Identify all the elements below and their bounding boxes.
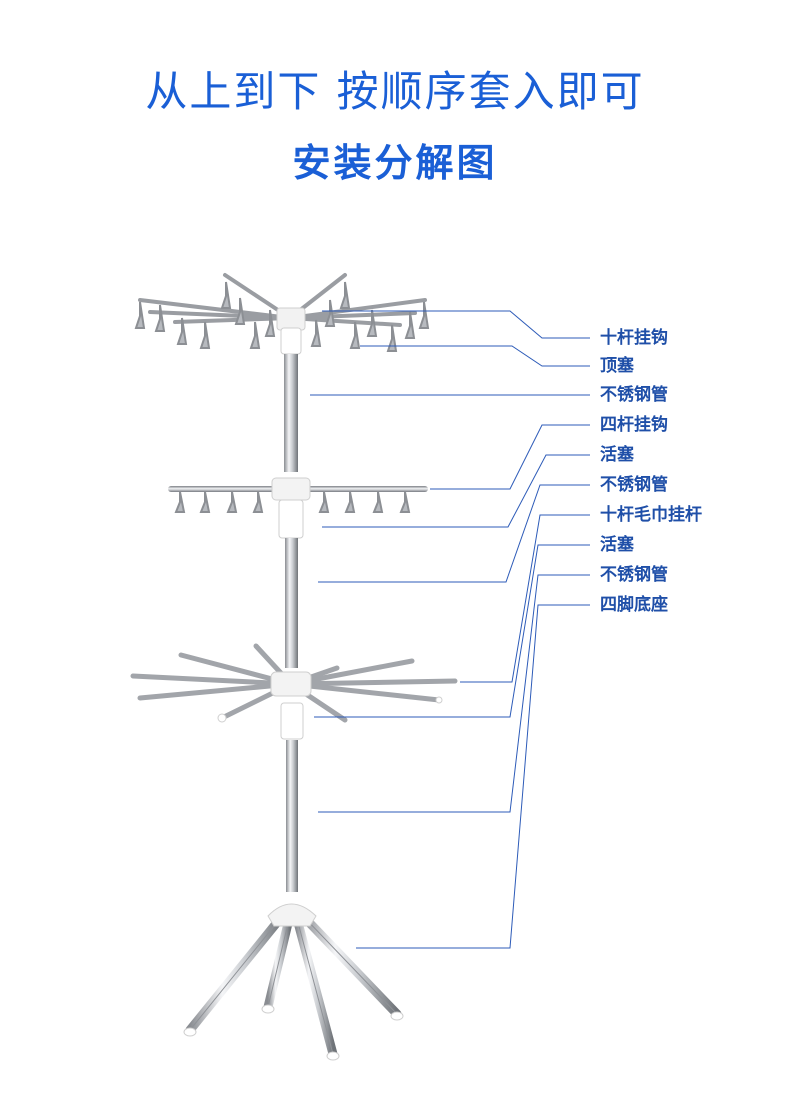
label-piston-1: 活塞 (600, 445, 634, 465)
label-steel-tube-1: 不锈钢管 (600, 385, 668, 405)
label-steel-tube-2: 不锈钢管 (600, 475, 668, 495)
ten-rod-towel-rack (130, 643, 458, 723)
steel-tube-3 (286, 740, 298, 892)
label-piston-2: 活塞 (600, 535, 634, 555)
piston-2 (280, 702, 304, 740)
label-four-rod-hook: 四杆挂钩 (600, 415, 668, 435)
label-four-leg-base: 四脚底座 (600, 595, 668, 615)
leader-lines (310, 310, 590, 949)
page-subtitle: 安装分解图 (292, 141, 498, 185)
top-plug (280, 327, 302, 355)
label-top-plug: 顶塞 (600, 356, 634, 376)
label-steel-tube-3: 不锈钢管 (600, 565, 668, 585)
label-ten-rod-towel-rack: 十杆毛巾挂杆 (600, 505, 702, 525)
four-rod-hook-rack (168, 477, 428, 513)
label-ten-rod-hook: 十杆挂钩 (600, 328, 668, 348)
steel-tube-2 (285, 538, 298, 668)
piston-1 (278, 499, 304, 539)
four-leg-base (183, 903, 404, 1061)
page-title: 从上到下 按顺序套入即可 (145, 67, 645, 116)
top-hook-rack (134, 273, 430, 352)
steel-tube-1 (284, 354, 298, 472)
